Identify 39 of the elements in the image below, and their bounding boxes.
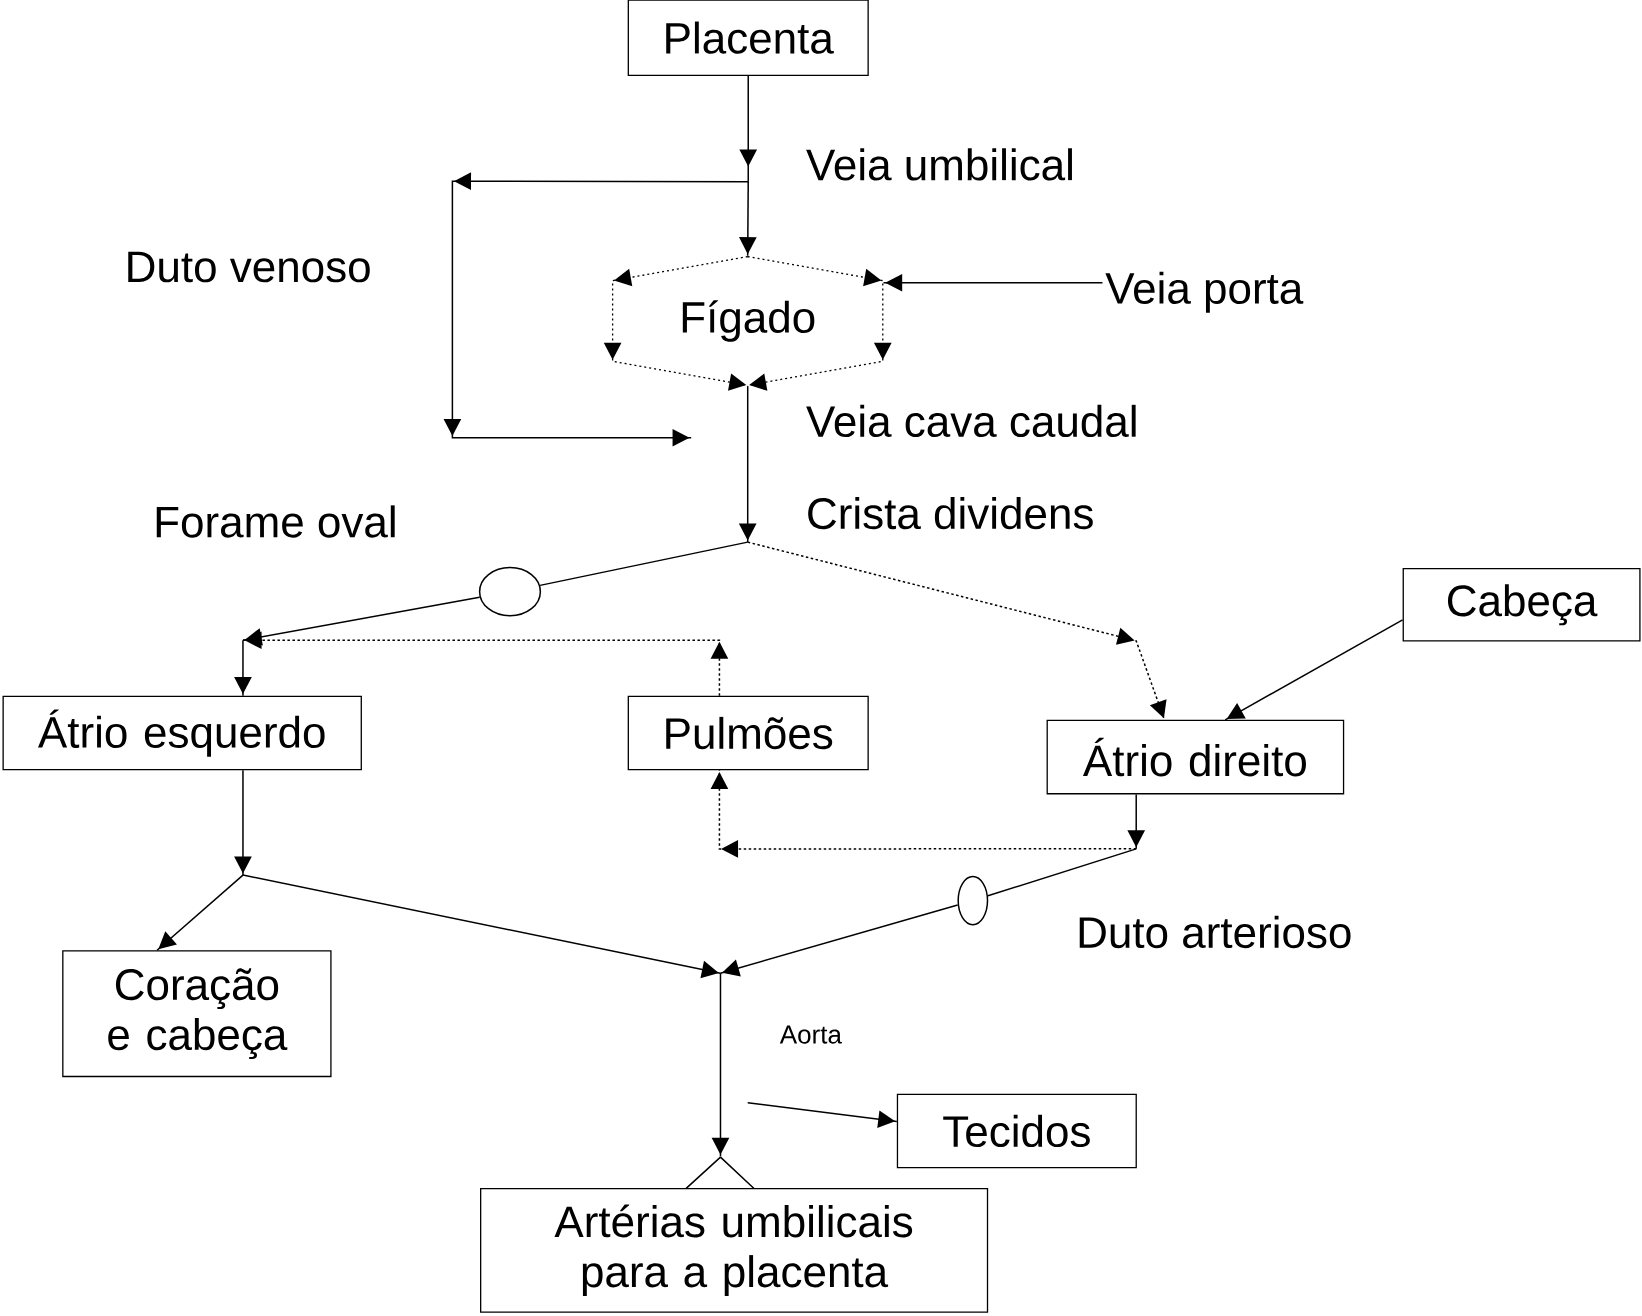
vessel-label: Veia cava caudal	[806, 404, 1136, 438]
arrow	[711, 972, 730, 1158]
process-box: Átrio esquerdo	[2, 695, 362, 771]
vessel-label: Aorta	[779, 1025, 842, 1044]
arrow	[1224, 619, 1404, 721]
arrow	[443, 172, 749, 447]
process-box: Coração e cabeça	[62, 950, 332, 1078]
connector-line	[987, 848, 1137, 897]
connector-line	[539, 541, 749, 587]
arrow	[156, 874, 244, 951]
arrow	[719, 904, 959, 977]
process-box: Pulmões	[627, 695, 869, 771]
edge-label: Veia umbilical	[806, 148, 1072, 181]
arrow	[234, 639, 252, 697]
process-box: Artérias umbilicais para a placenta	[480, 1156, 989, 1313]
edge-label: Duto venoso	[128, 251, 370, 283]
arrow	[234, 769, 252, 876]
dotted-loop: Fígado	[603, 255, 892, 391]
vessel-label: Veia porta	[1105, 271, 1304, 313]
process-box: Cabeça	[1402, 567, 1641, 642]
vessel-label: Crista dividens	[808, 496, 1093, 530]
dotted-arrow	[746, 541, 1167, 721]
dotted-arrow	[242, 631, 729, 697]
process-box: Átrio direito	[1046, 719, 1345, 795]
arrow	[1127, 793, 1146, 850]
arrow	[242, 874, 722, 979]
node-label: Fígado	[682, 300, 815, 342]
oval-symbol	[478, 566, 542, 617]
process-box: Placenta	[627, 0, 869, 77]
arrow	[739, 181, 757, 257]
vessel-label: Duto arterioso	[1079, 915, 1351, 949]
dotted-arrow	[710, 769, 1137, 858]
vessel-label: Forame oval	[156, 505, 395, 538]
oval-symbol	[957, 875, 989, 926]
arrow	[746, 1101, 898, 1128]
process-box: Tecidos	[896, 1093, 1137, 1169]
arrow	[882, 273, 1104, 292]
arrow	[739, 75, 758, 183]
arrow	[738, 385, 757, 543]
